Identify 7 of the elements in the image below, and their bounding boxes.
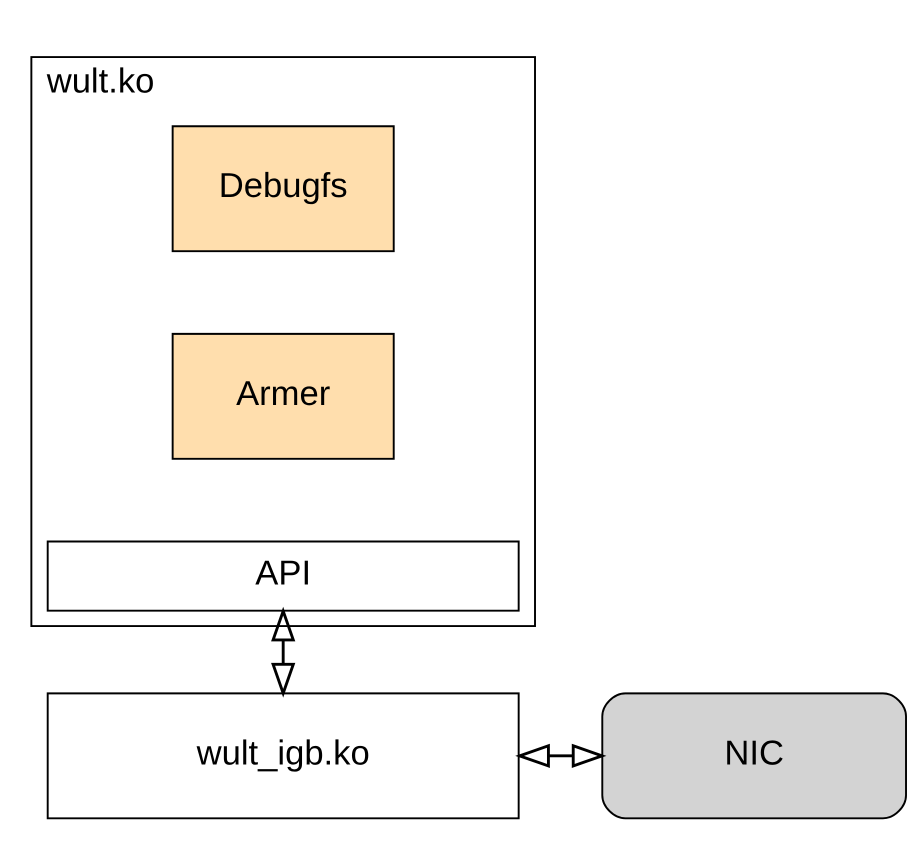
node-box: Debugfs [172,124,395,252]
node-box: NIC [601,692,907,819]
node-box: Armer [172,332,395,460]
arrow [271,606,296,698]
node-box: wult_igb.ko [46,692,520,819]
node-box: API [46,540,520,612]
arrow [515,743,606,768]
